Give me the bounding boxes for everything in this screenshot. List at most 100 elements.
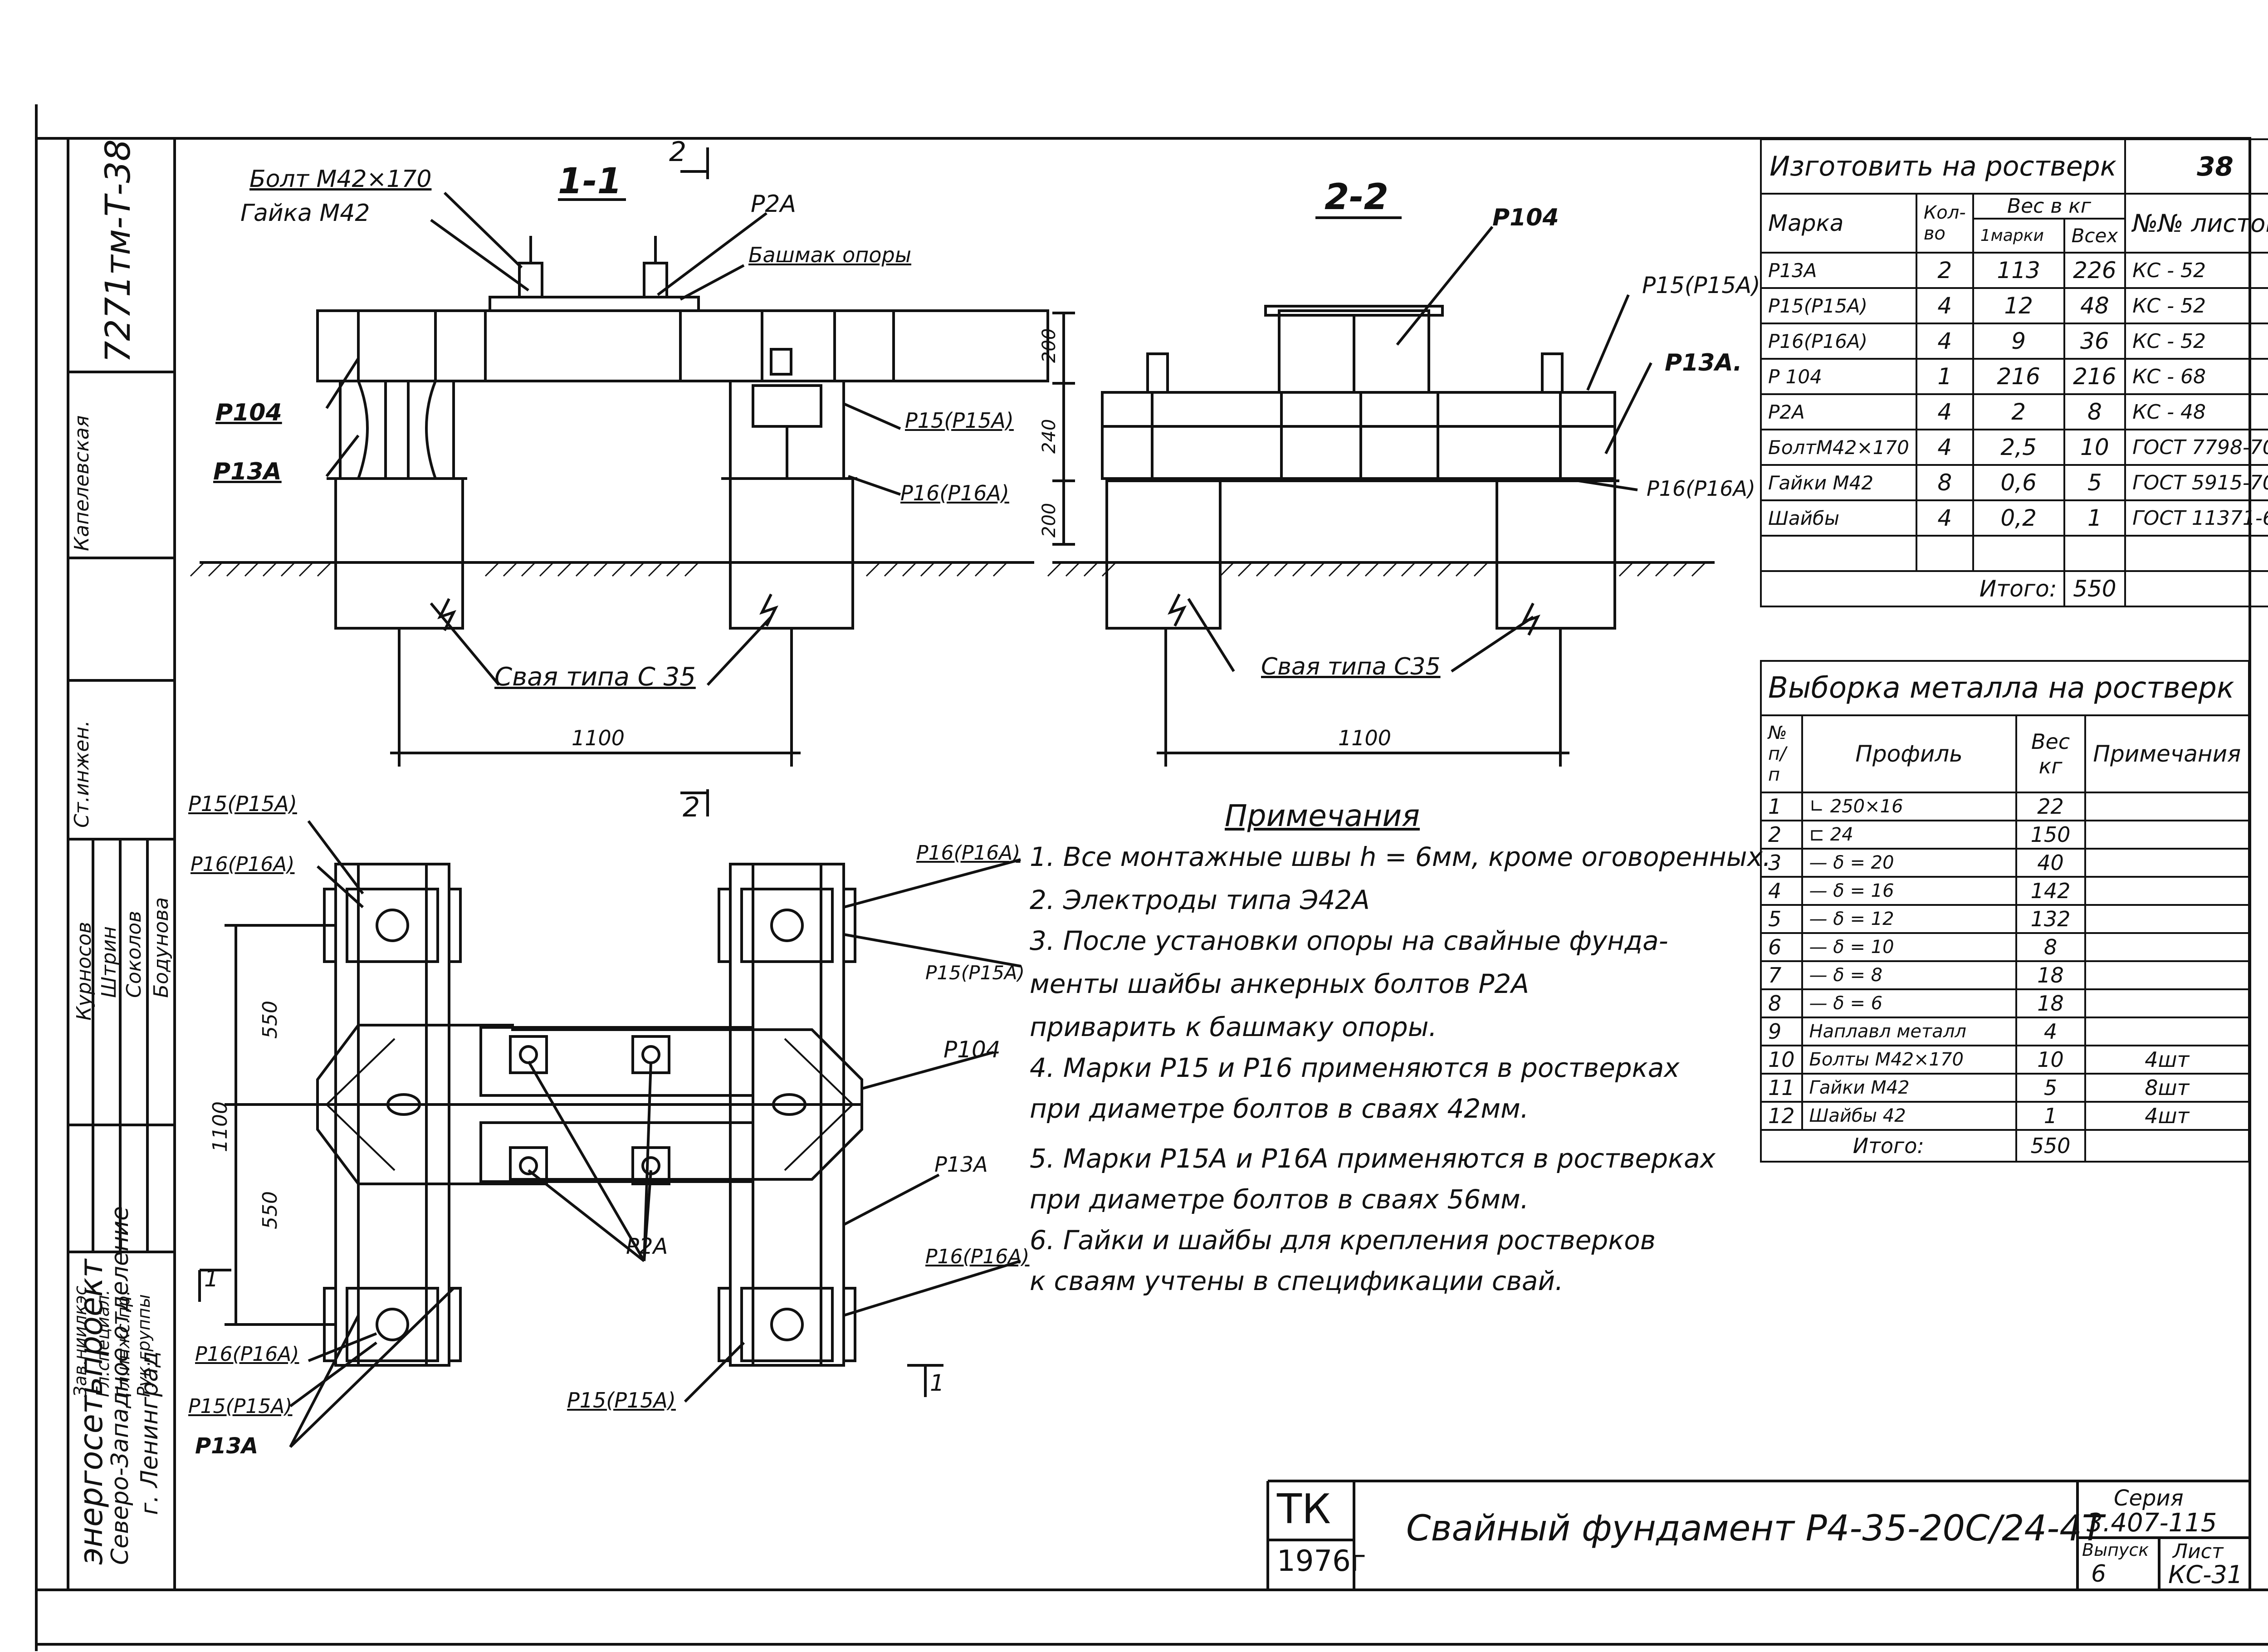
spec-head-qty: Кол-во <box>1915 193 1974 254</box>
spec-cell-mark: Р 104 <box>1760 358 1917 395</box>
section-2-2-title: 2-2 <box>1325 177 1388 218</box>
plan-p15-tr: Р15(Р15А) <box>925 962 1025 984</box>
title-tk: ТК <box>1277 1486 1331 1533</box>
metal-cell-num: 12 <box>1760 1101 1803 1131</box>
spec-cell-ref: КС - 68 <box>2124 358 2268 395</box>
p13a-label-2: Р13А. <box>1665 349 1742 376</box>
metal-cell-weight: 8 <box>2015 932 2086 962</box>
metal-cell-note <box>2084 932 2250 962</box>
metal-head-note: Примечания <box>2084 714 2250 793</box>
spec-total: 550 <box>2063 570 2126 607</box>
plan-p104: Р104 <box>943 1036 1001 1063</box>
metal-cell-weight: 4 <box>2015 1017 2086 1046</box>
section-1-1-title: 1-1 <box>558 161 622 202</box>
sheet-frame <box>35 104 2268 1651</box>
plan-cut-1-left: 1 <box>204 1266 219 1292</box>
metal-head-weight: Вес кг <box>2015 714 2086 793</box>
cut-label-2: 2 <box>669 136 687 168</box>
metal-cell-weight: 18 <box>2015 988 2086 1018</box>
metal-cell-num: 11 <box>1760 1073 1803 1103</box>
metal-cell-note <box>2084 904 2250 934</box>
dim-1100-s1: 1100 <box>572 726 625 750</box>
metal-cell-profile: ⊏ 24 <box>1801 820 2017 850</box>
spec-cell-ref: ГОСТ 7798-70* <box>2124 429 2268 466</box>
metal-head-num: № п/п <box>1760 714 1803 793</box>
spec-cell-ref: КС - 52 <box>2124 252 2268 289</box>
spec-cell-mark: БолтМ42×170 <box>1760 429 1917 466</box>
spec-cell-w1: 0,6 <box>1972 464 2065 501</box>
plan-p16-bl: Р16(Р16А) <box>195 1343 299 1366</box>
spec-table-title: Изготовить на ростверк <box>1760 138 2126 195</box>
spec-cell-qty: 2 <box>1915 252 1974 289</box>
spec-cell-wall: 5 <box>2063 464 2126 501</box>
stamp-role: Гл.инжс.пр. <box>113 1290 133 1397</box>
metal-cell-profile: — δ = 10 <box>1801 932 2017 962</box>
title-year: 1976г <box>1277 1544 1366 1578</box>
spec-cell-mark: Р15(Р15А) <box>1760 287 1917 324</box>
spec-head-weight: Вес в кг <box>1972 193 2126 220</box>
metal-cell-note: 4шт <box>2084 1101 2250 1131</box>
spec-cell-qty: 4 <box>1915 323 1974 360</box>
note-line: при диаметре болтов в сваях 42мм. <box>1030 1093 1529 1124</box>
p15-label-2: Р15(Р15А) <box>1642 272 1760 298</box>
spec-cell-ref: ГОСТ 11371-68* <box>2124 499 2268 537</box>
spec-cell-wall: 36 <box>2063 323 2126 360</box>
shoe-label: Башмак опоры <box>748 243 912 267</box>
metal-cell-profile: Гайки М42 <box>1801 1073 2017 1103</box>
metal-cell-num: 7 <box>1760 960 1803 990</box>
metal-cell-note <box>2084 848 2250 878</box>
stamp-name: Курносов <box>73 922 96 1021</box>
note-line: 3. После установки опоры на свайные фунд… <box>1030 925 1668 956</box>
metal-total-label: Итого: <box>1760 1129 2017 1163</box>
metal-cell-profile: — δ = 16 <box>1801 876 2017 906</box>
spec-table: Изготовить на ростверк 38 Марка Кол-во В… <box>1760 138 2268 607</box>
spec-cell-qty: 8 <box>1915 464 1974 501</box>
metal-table: Выборка металла на ростверк № п/п Профил… <box>1760 660 2250 1163</box>
stamp-signer: Капелевская <box>70 415 93 551</box>
stamp-role: Гл.специал. <box>93 1290 113 1397</box>
plan-p2a: Р2А <box>626 1234 668 1259</box>
spec-cell-w1: 2,5 <box>1972 429 2065 466</box>
spec-cell-qty: 1 <box>1915 358 1974 395</box>
spec-cell-w1: 2 <box>1972 393 2065 430</box>
metal-cell-weight: 22 <box>2015 792 2086 821</box>
spec-row-empty <box>1760 535 2268 572</box>
p104-label: Р104 <box>215 399 282 426</box>
dim-240: 240 <box>1039 419 1060 454</box>
metal-table-title: Выборка металла на ростверк <box>1760 660 2250 716</box>
spec-head-mark: Марка <box>1760 193 1917 254</box>
note-line: при диаметре болтов в сваях 56мм. <box>1030 1184 1529 1215</box>
metal-cell-weight: 150 <box>2015 820 2086 850</box>
stamp-role: Рук.группы <box>134 1294 154 1397</box>
note-line: 6. Гайки и шайбы для крепления ростверко… <box>1030 1225 1656 1256</box>
p2a-label: Р2А <box>751 191 797 218</box>
note-line: 5. Марки Р15А и Р16А применяются в роств… <box>1030 1143 1716 1174</box>
metal-head-profile: Профиль <box>1801 714 2017 793</box>
note-line: 1. Все монтажные швы h = 6мм, кроме огов… <box>1030 841 1771 872</box>
dim-200-bottom: 200 <box>1039 503 1060 538</box>
p16-label-2: Р16(Р16А) <box>1647 476 1755 501</box>
dim-200-top: 200 <box>1039 328 1060 363</box>
spec-head-w-one: 1марки <box>1972 218 2065 254</box>
p15-label: Р15(Р15А) <box>905 408 1014 433</box>
bolt-label: Болт М42×170 <box>249 166 432 193</box>
metal-cell-num: 10 <box>1760 1045 1803 1075</box>
title-issue: 6 <box>2091 1560 2107 1588</box>
spec-cell-w1: 113 <box>1972 252 2065 289</box>
stamp-name: Бодунова <box>150 897 173 998</box>
metal-cell-num: 9 <box>1760 1017 1803 1046</box>
metal-cell-profile: Болты М42×170 <box>1801 1045 2017 1075</box>
title-sheet: КС-31 <box>2168 1560 2243 1589</box>
plan-view <box>198 820 1021 1448</box>
